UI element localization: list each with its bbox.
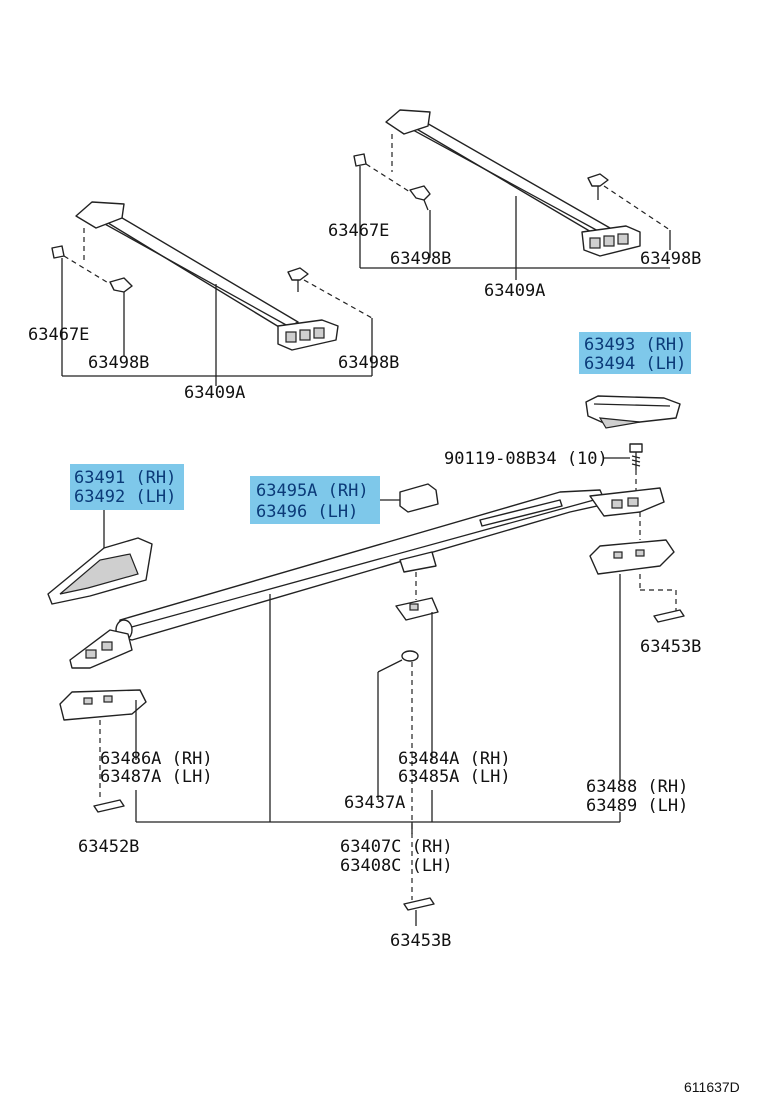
label-63489: 63489 (LH) — [586, 796, 688, 816]
clip-icon — [403, 897, 435, 926]
label-63498B-top-left: 63498B — [390, 249, 451, 269]
base-plate-center — [395, 572, 439, 760]
label-63491: 63491 (RH) — [74, 468, 176, 488]
label-63488: 63488 (RH) — [586, 777, 688, 797]
end-cap — [380, 483, 439, 513]
label-63409A-mid: 63409A — [184, 383, 245, 403]
knob-icon — [109, 277, 133, 302]
label-63453B-bottom: 63453B — [390, 931, 451, 951]
clip-icon — [653, 609, 685, 623]
end-cover-front — [47, 508, 153, 605]
label-63467E-mid: 63467E — [28, 325, 89, 345]
highlight-63491 — [70, 464, 184, 510]
crossbar-assembly-top — [353, 109, 671, 280]
label-63493: 63493 (RH) — [584, 335, 686, 355]
grommet — [377, 650, 419, 900]
roof-rail — [69, 487, 665, 669]
base-plate-front — [59, 689, 147, 800]
crossbar-assembly-middle — [51, 201, 373, 386]
label-63486A: 63486A (RH) — [100, 749, 213, 769]
knob-icon — [587, 173, 609, 200]
bolt-icon — [604, 443, 643, 498]
label-63495A: 63495A (RH) — [256, 481, 369, 501]
clip-icon — [93, 799, 125, 813]
label-63484A: 63484A (RH) — [398, 749, 511, 769]
label-63498B-mid-left: 63498B — [88, 353, 149, 373]
label-63467E-top: 63467E — [328, 221, 389, 241]
label-63407C: 63407C (RH) — [340, 837, 453, 857]
label-63494: 63494 (LH) — [584, 354, 686, 374]
label-63408C: 63408C (LH) — [340, 856, 453, 876]
knob-icon — [287, 267, 309, 292]
label-63498B-top-right: 63498B — [640, 249, 701, 269]
label-90119: 90119-08B34 (10) — [444, 449, 608, 469]
label-63498B-mid-right: 63498B — [338, 353, 399, 373]
end-cover-rear — [585, 395, 681, 429]
label-63453B-right: 63453B — [640, 637, 701, 657]
label-63409A-top: 63409A — [484, 281, 545, 301]
highlight-63495A — [250, 476, 380, 524]
label-63487A: 63487A (LH) — [100, 767, 213, 787]
base-plate-rear — [589, 512, 677, 780]
highlight-63493 — [579, 332, 691, 374]
label-63496: 63496 (LH) — [256, 502, 358, 522]
label-63437A: 63437A — [344, 793, 405, 813]
label-63485A: 63485A (LH) — [398, 767, 511, 787]
label-63452B: 63452B — [78, 837, 139, 857]
diagram-code: 611637D — [684, 1079, 740, 1095]
knob-icon — [409, 185, 431, 211]
label-63492: 63492 (LH) — [74, 487, 176, 507]
